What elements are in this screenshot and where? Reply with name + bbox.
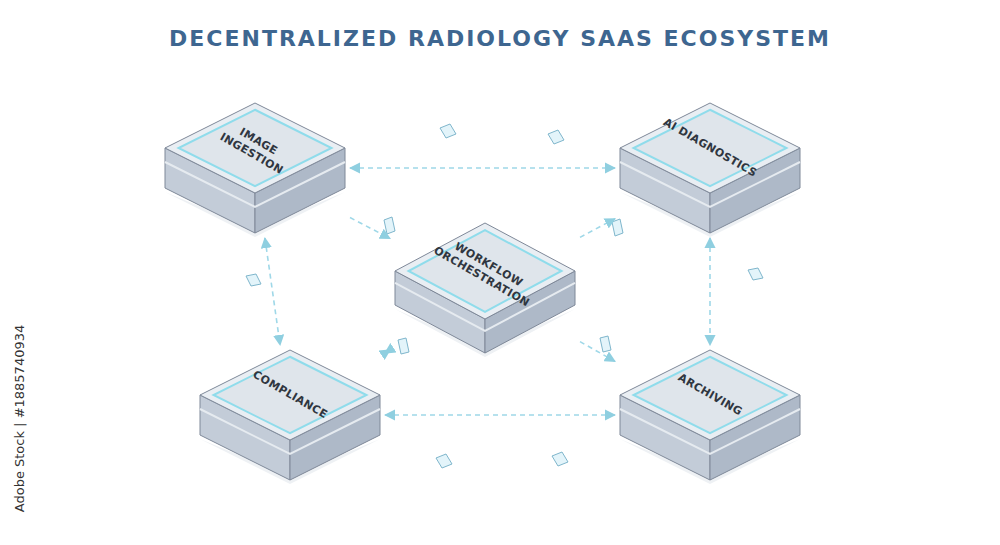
isometric-block: ARCHIVING [615,345,805,485]
block-shape [390,218,580,358]
isometric-block: IMAGE INGESTION [160,98,350,238]
dashed-connector [580,342,615,362]
dashed-connector [580,219,615,238]
dashed-connector [385,350,390,353]
isometric-block: AI DIAGNOSTICS [615,98,805,238]
block-shape [195,345,385,485]
watermark: Adobe Stock | #1885740934 [13,324,28,511]
diagram-title: DECENTRALIZED RADIOLOGY SAAS ECOSYSTEM [0,26,1000,51]
block-shape [615,98,805,238]
dashed-connector [265,238,280,345]
isometric-block: WORKFLOW ORCHESTRATION [390,218,580,358]
dashed-connector [709,238,711,345]
dashed-connector [350,167,615,169]
dashed-connector [350,218,390,239]
block-shape [615,345,805,485]
isometric-block: COMPLIANCE [195,345,385,485]
block-shape [160,98,350,238]
dashed-connector [385,414,615,416]
